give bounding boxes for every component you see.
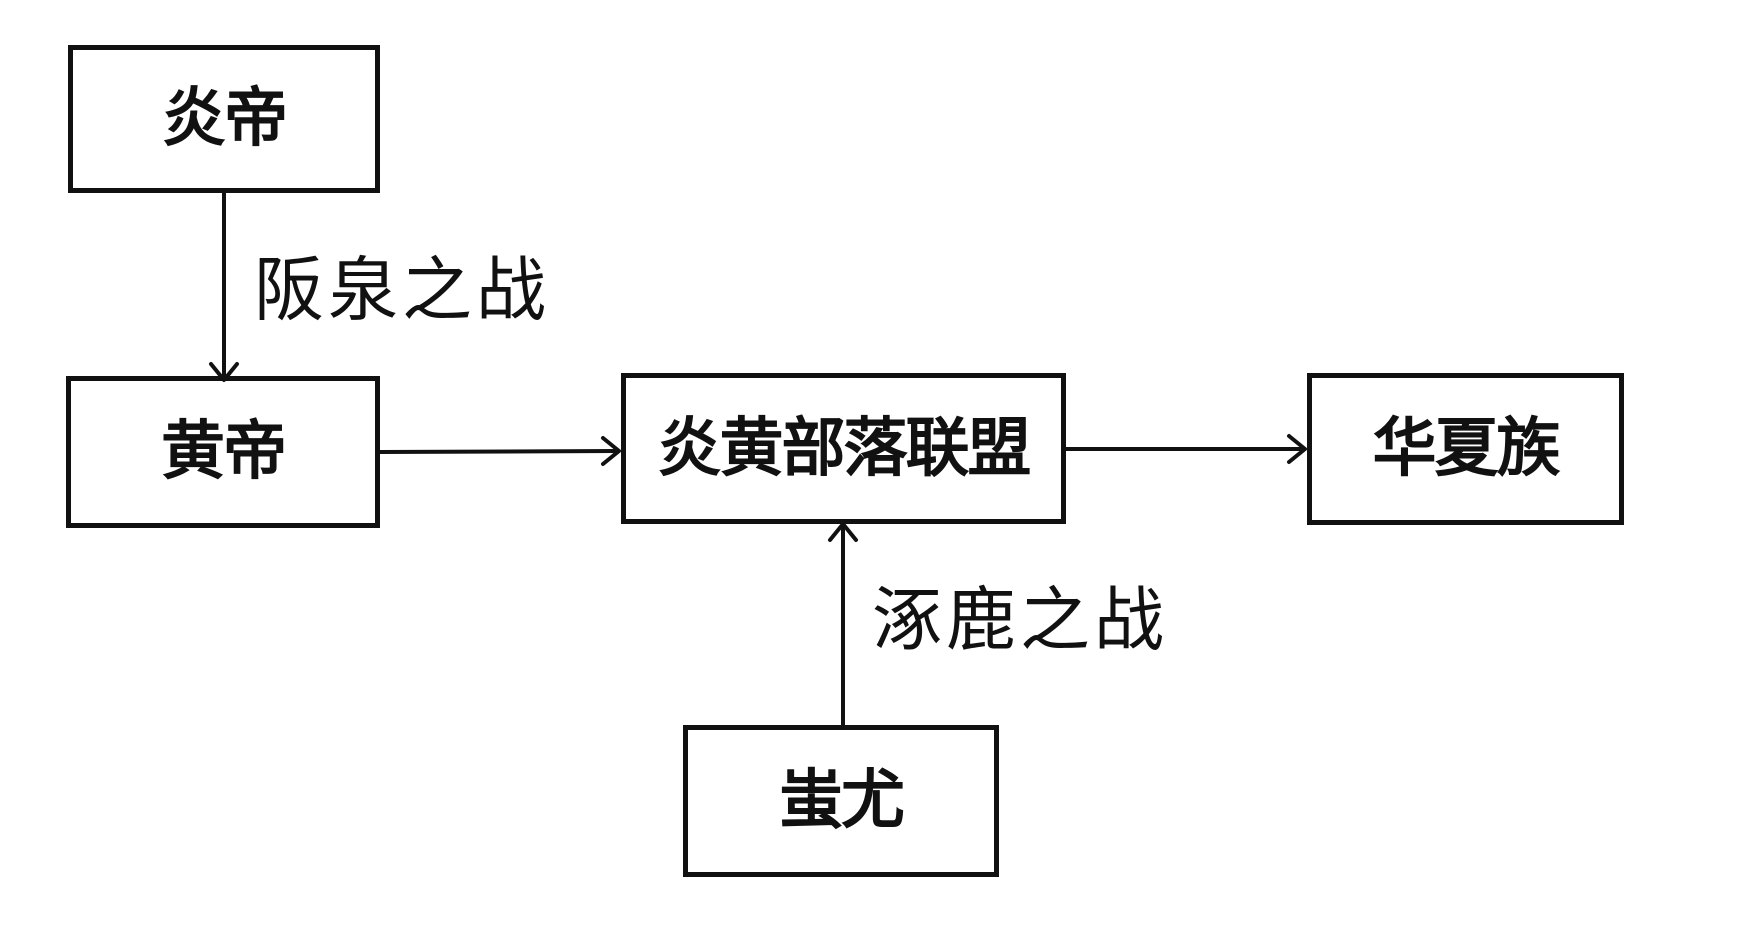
arrowhead-chiyou-alliance — [828, 522, 858, 542]
edge-label-zhuolu: 涿鹿之战 — [872, 579, 1168, 661]
node-yandi-label: 炎帝 — [162, 82, 288, 156]
arrowhead-alliance-huaxia — [1287, 434, 1307, 464]
edge-label-banquan: 阪泉之战 — [254, 249, 550, 331]
node-huaxia: 华夏族 — [1307, 373, 1624, 525]
node-alliance: 炎黄部落联盟 — [621, 373, 1066, 524]
node-yandi: 炎帝 — [68, 45, 380, 193]
edge-huangdi-alliance — [378, 449, 619, 454]
node-chiyou: 蚩尤 — [683, 725, 999, 877]
node-huangdi: 黄帝 — [66, 376, 380, 528]
node-alliance-label: 炎黄部落联盟 — [657, 411, 1032, 486]
node-chiyou-label: 蚩尤 — [779, 764, 905, 838]
arrowhead-huangdi-alliance — [601, 436, 621, 466]
node-huaxia-label: 华夏族 — [1372, 412, 1561, 486]
node-huangdi-label: 黄帝 — [161, 415, 287, 489]
